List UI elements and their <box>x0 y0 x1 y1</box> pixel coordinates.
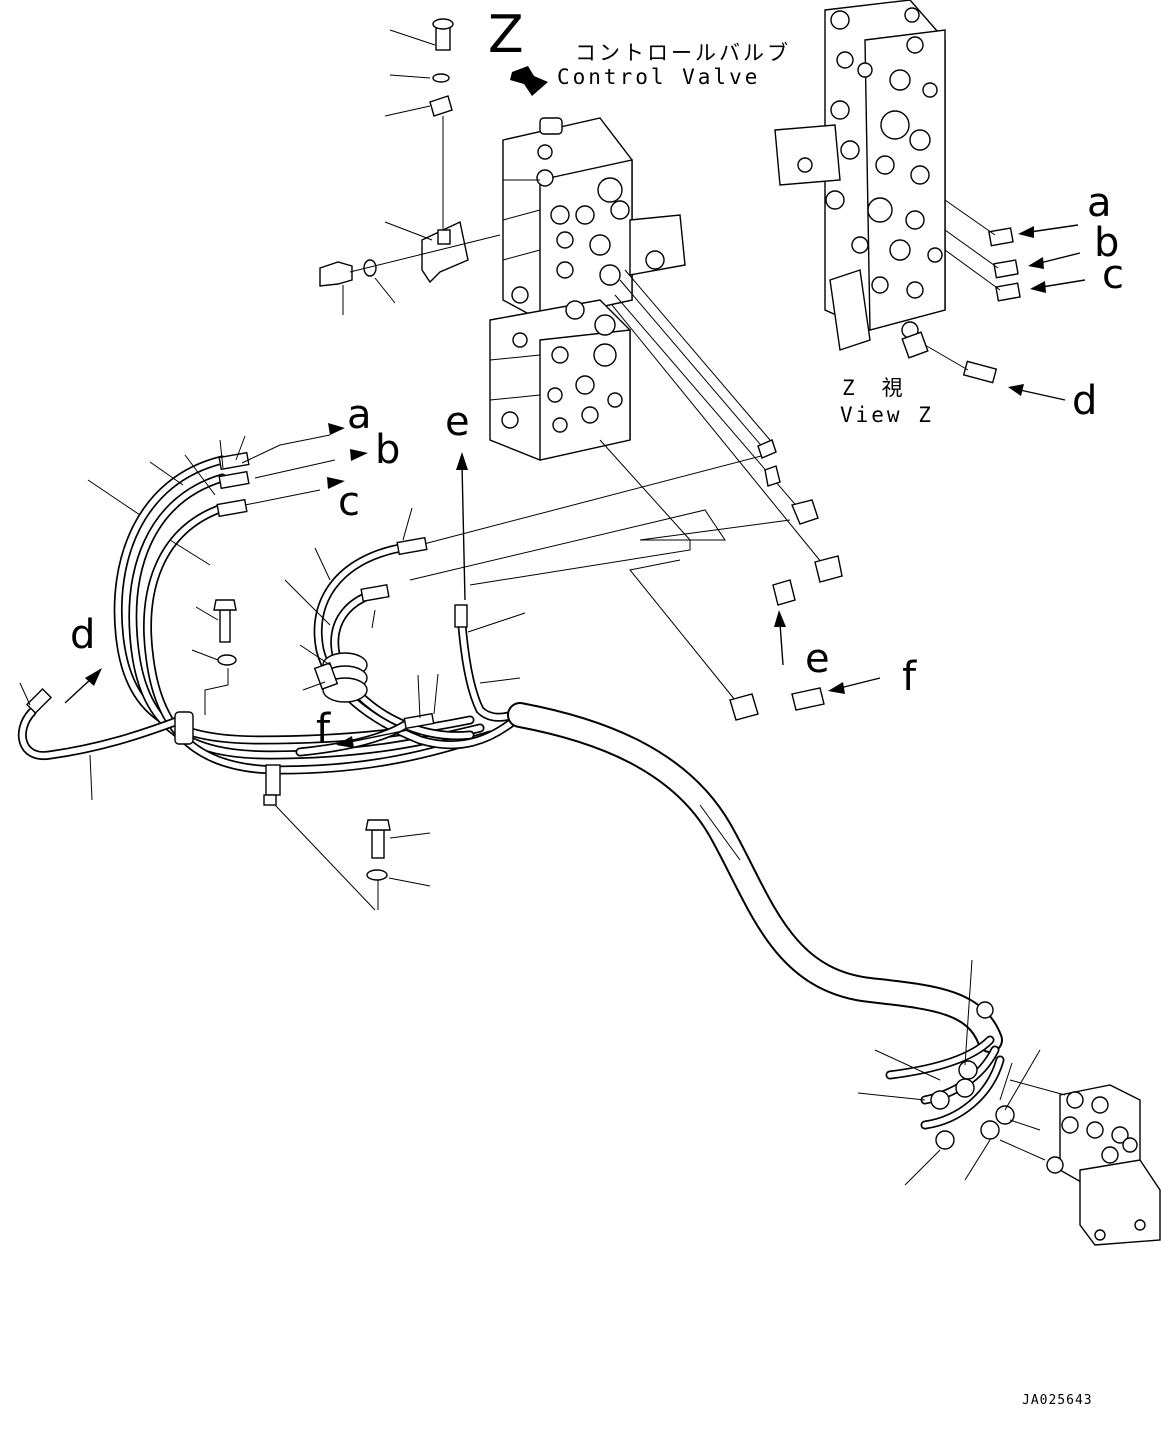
label-d-view-z: d <box>1072 378 1097 424</box>
hose-fittings <box>25 451 468 730</box>
hose-bundle-sleeve <box>507 702 1003 1053</box>
clamp-fasteners <box>191 599 431 911</box>
control-valve-label-jp: コントロールバルブ <box>575 41 791 65</box>
valve-bracket-assembly <box>319 18 501 315</box>
control-valve-label-en: Control Valve <box>557 65 760 89</box>
label-c-hose: c <box>338 479 360 525</box>
control-valve <box>489 117 686 461</box>
drawing-code: JA025643 <box>1022 1393 1093 1408</box>
view-marker-z: Z <box>488 5 524 65</box>
view-z-connection-arrows <box>1008 224 1086 401</box>
label-c-view-z: c <box>1102 252 1124 298</box>
label-d-hose: d <box>70 612 95 658</box>
view-z-label-jp: Z 視 <box>842 376 906 400</box>
hose-e-arrow <box>456 452 468 601</box>
bottom-hose-ends <box>885 1001 1015 1150</box>
view-z-arrow <box>510 66 548 96</box>
hose-clamps <box>174 652 368 806</box>
view-z-label-en: View Z <box>840 403 934 427</box>
label-b-hose: b <box>375 427 400 473</box>
hose-connection-arrows <box>64 423 409 748</box>
control-valve-view-z <box>774 0 1021 384</box>
label-f-hose: f <box>316 706 331 752</box>
label-b-view-z: b <box>1094 220 1119 266</box>
label-e-hose: e <box>445 399 470 445</box>
fitting-connection-arrows <box>774 610 881 694</box>
valve-fittings <box>729 439 843 721</box>
hydraulic-hoses <box>17 455 520 775</box>
label-e-fitting: e <box>805 636 830 682</box>
manifold-block <box>999 1079 1161 1246</box>
hose-leader-lines <box>19 434 1041 1186</box>
label-f-fitting: f <box>902 654 917 700</box>
label-a-hose: a <box>347 392 372 438</box>
valve-leader-lines <box>409 269 827 701</box>
label-a-view-z: a <box>1087 180 1112 226</box>
